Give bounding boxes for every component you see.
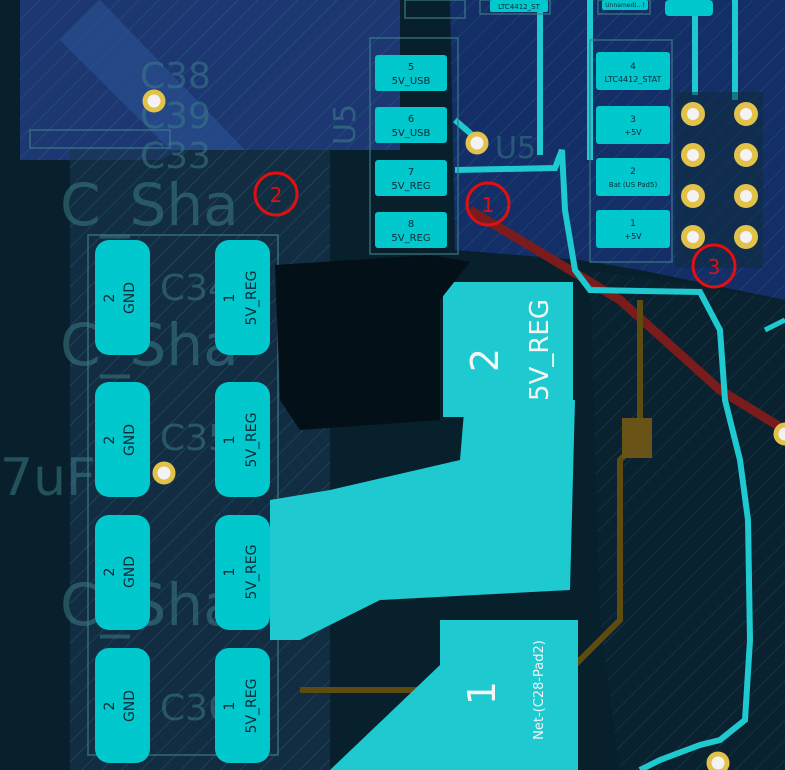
pad-num: 5: [408, 62, 414, 73]
right-pad-2[interactable]: 2 Bat (US Pad5): [596, 158, 670, 196]
big-pad-top-num: 2: [463, 348, 507, 372]
via: [706, 751, 730, 770]
ic-pin-pads[interactable]: 5 5V_USB 6 5V_USB 7 5V_REG 8 5V_REG: [375, 55, 447, 248]
big-pad-bottom[interactable]: [330, 620, 578, 770]
marker-2-circle: [253, 171, 299, 217]
pad-num: 1: [630, 219, 636, 229]
big-pad-bottom-num: 1: [460, 681, 504, 705]
pad-net: 5V_REG: [391, 233, 430, 244]
ic-pad-7[interactable]: 7 5V_REG: [375, 160, 447, 196]
big-pad-5v-reg[interactable]: [270, 282, 575, 640]
marker-1-label: 1: [482, 193, 495, 217]
cap-pad-row-2: [95, 382, 270, 497]
gnd-net-1: GND: [122, 282, 138, 314]
right-pin-pads[interactable]: 4 LTC4412_STAT 3 +5V 2 Bat (US Pad5) 1 +…: [596, 52, 670, 248]
pad-num: 3: [630, 115, 636, 125]
pad-num: 2: [630, 167, 636, 177]
marker-3-label: 3: [708, 255, 721, 279]
right-pad-4[interactable]: 4 LTC4412_STAT: [596, 52, 670, 90]
ic-pad-8[interactable]: 8 5V_REG: [375, 212, 447, 248]
marker-3-circle: [691, 243, 737, 289]
capacitor-pads[interactable]: [95, 240, 270, 763]
gnd-num-2: 2: [102, 436, 118, 445]
pad-num: 7: [408, 167, 414, 178]
gnd-net-2: GND: [122, 424, 138, 456]
cap-pad-row-3: [95, 515, 270, 630]
right-pad-3[interactable]: 3 +5V: [596, 106, 670, 144]
scribble-dark: [275, 255, 470, 430]
via: [142, 89, 166, 113]
ic-pad-5[interactable]: 5 5V_USB: [375, 55, 447, 91]
via: [773, 422, 785, 446]
silk-c-sha-top: C_Sha: [60, 171, 239, 239]
courtyard-outlines: [29, 0, 673, 756]
reg-net-4: 5V_REG: [244, 679, 260, 734]
annotation-markers[interactable]: [253, 171, 737, 289]
cap-pad-row-4: [95, 648, 270, 763]
pad-net: 5V_USB: [392, 76, 431, 87]
reg-net-2: 5V_REG: [244, 413, 260, 468]
pin-header[interactable]: [675, 92, 763, 268]
gnd-num-1: 2: [102, 294, 118, 303]
vias[interactable]: [142, 89, 785, 770]
silk-u5-right: U5: [495, 131, 536, 166]
marker-1-circle: [465, 181, 511, 227]
silk-u5-left: U5: [328, 104, 363, 145]
ic-pad-6[interactable]: 6 5V_USB: [375, 107, 447, 143]
pad-num: 4: [630, 62, 636, 72]
via: [465, 131, 489, 155]
top-pad-c: [665, 0, 713, 16]
marker-2-label: 2: [270, 183, 283, 207]
pad-net: 5V_REG: [391, 181, 430, 192]
gnd-net-4: GND: [122, 690, 138, 722]
cap-pad-row-1: [95, 240, 270, 355]
reg-net-3: 5V_REG: [244, 545, 260, 600]
top-pad-a-label: LTC4412_ST: [498, 3, 540, 11]
reg-net-1: 5V_REG: [244, 271, 260, 326]
right-pad-1[interactable]: 1 +5V: [596, 210, 670, 248]
reg-num-3: 1: [222, 568, 238, 577]
silkscreen-layer: C38 C39 C33 C_Sha C_Sha C_Sha 7uF C34 C3…: [0, 56, 536, 729]
pad-num: 6: [408, 114, 414, 125]
via: [152, 461, 176, 485]
silk-7uf: 7uF: [0, 448, 96, 508]
top-pad-a: [490, 0, 548, 12]
pad-net: LTC4412_STAT: [605, 75, 662, 84]
silk-c33: C33: [140, 136, 211, 177]
gnd-num-3: 2: [102, 568, 118, 577]
reg-num-4: 1: [222, 702, 238, 711]
reg-num-2: 1: [222, 436, 238, 445]
pad-net: +5V: [624, 128, 642, 137]
top-small-pads[interactable]: LTC4412_ST Unnamed(...): [490, 0, 713, 16]
gnd-num-4: 2: [102, 702, 118, 711]
top-pad-b: [602, 0, 648, 10]
top-pad-b-label: Unnamed(...): [605, 2, 644, 9]
reg-num-1: 1: [222, 294, 238, 303]
pad-net: Bat (US Pad5): [609, 181, 658, 189]
pad-net: +5V: [624, 232, 642, 241]
big-pad-top-net: 5V_REG: [525, 299, 555, 401]
pad-net: 5V_USB: [392, 128, 431, 139]
big-pad-bottom-net: Net-(C28-Pad2): [532, 640, 547, 740]
pad-num: 8: [408, 219, 414, 230]
gnd-net-3: GND: [122, 556, 138, 588]
